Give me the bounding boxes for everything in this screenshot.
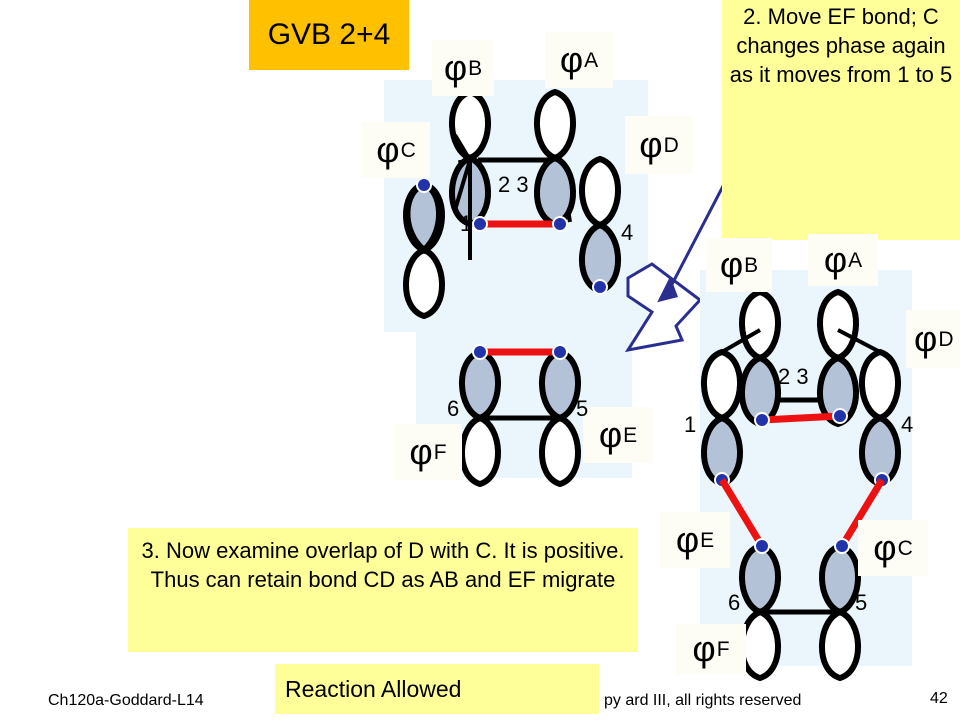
right-atom-2-3-label: 2 3 <box>778 364 809 389</box>
left-atom-4-label: 4 <box>621 220 634 245</box>
footer-course: Ch120a-Goddard-L14 <box>48 692 204 709</box>
diagram-title: GVB 2+4 <box>249 0 409 70</box>
right-ring <box>704 292 898 678</box>
note-move-ef: 2. Move EF bond; C changes phase again a… <box>722 0 960 240</box>
right-atom-6-label: 6 <box>728 590 741 615</box>
left-bottom-fragment <box>462 344 578 484</box>
left-top-fragment <box>406 92 618 316</box>
left-atom-5-label: 5 <box>576 396 589 421</box>
slide-number: 42 <box>930 690 948 707</box>
right-atom-1-label: 1 <box>684 412 697 437</box>
left-atom-1-label: 1 <box>460 211 473 236</box>
right-atom-5-label: 5 <box>855 590 868 615</box>
note-overlap: 3. Now examine overlap of D with C. It i… <box>128 528 638 652</box>
footer-copyright: py ard III, all rights reserved <box>604 692 802 709</box>
left-atom-2-3-label: 2 3 <box>498 172 529 197</box>
reaction-allowed-label: Reaction Allowed <box>275 664 599 714</box>
right-atom-4-label: 4 <box>901 412 914 437</box>
left-atom-6-label: 6 <box>447 396 460 421</box>
